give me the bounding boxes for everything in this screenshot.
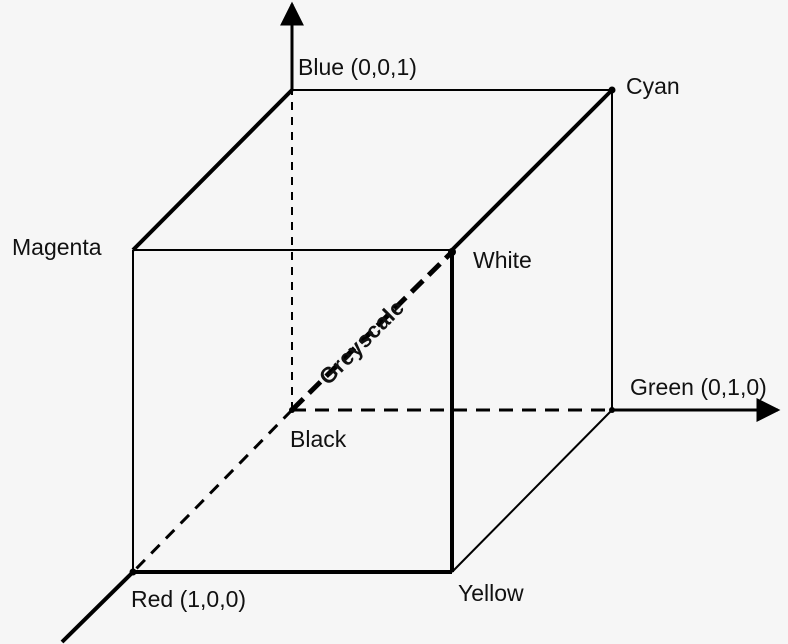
- red-axis: [60, 570, 135, 644]
- hidden-edge-black-red: [131, 408, 294, 574]
- label-yellow: Yellow: [458, 580, 524, 606]
- vertex-red: [129, 568, 137, 576]
- vertex-white: [448, 248, 456, 256]
- label-cyan: Cyan: [626, 73, 680, 99]
- label-black: Black: [290, 426, 347, 452]
- vertex-cyan: [608, 86, 616, 94]
- label-white: White: [473, 247, 532, 273]
- edge-cyan-white: [450, 88, 614, 252]
- label-magenta: Magenta: [12, 234, 102, 260]
- edge-yellow-green: [451, 409, 613, 573]
- vertex-black: [289, 407, 295, 413]
- label-green: Green (0,1,0): [630, 374, 767, 400]
- label-blue: Blue (0,0,1): [298, 54, 417, 80]
- label-red: Red (1,0,0): [131, 586, 247, 612]
- vertex-green: [609, 407, 615, 413]
- edge-blue-magenta: [131, 88, 294, 252]
- greyscale-diagonal: [290, 250, 454, 412]
